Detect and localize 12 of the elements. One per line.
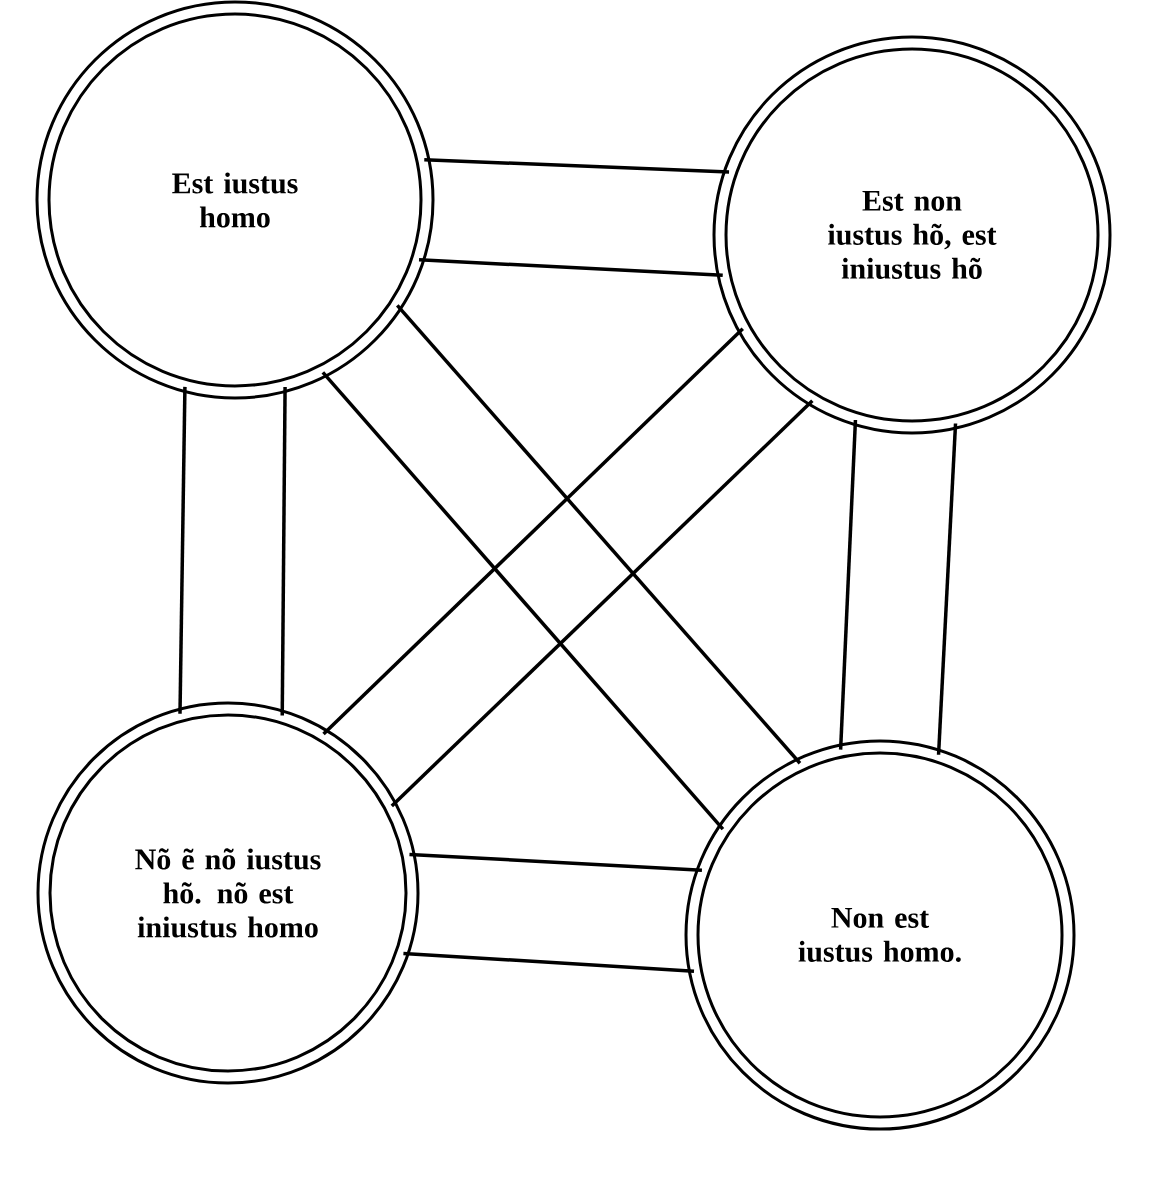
connector-line: [403, 951, 695, 973]
connector-line: [322, 327, 744, 736]
connector-line: [424, 158, 730, 174]
connector-line: [390, 399, 814, 808]
connector-line: [395, 304, 802, 765]
connector-line: [418, 258, 723, 277]
connector-line: [838, 419, 858, 750]
connector-line: [280, 386, 287, 716]
connector-line: [936, 423, 958, 755]
connector-line: [321, 371, 725, 831]
connector-line: [178, 386, 187, 714]
connector-line: [409, 852, 703, 872]
